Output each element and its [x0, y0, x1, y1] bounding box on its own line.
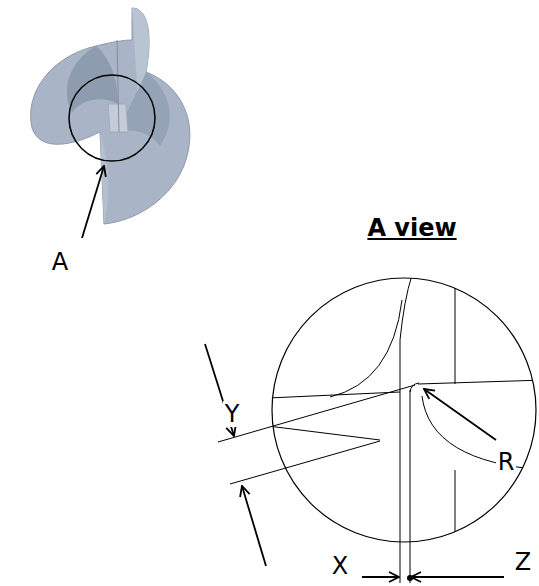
detail-circle	[69, 75, 155, 161]
dimension-dot	[407, 575, 413, 581]
drill-tip	[31, 8, 190, 224]
dimension-arrows	[205, 344, 504, 577]
detail-view-circle	[272, 278, 536, 542]
view-title: A view	[365, 215, 458, 241]
dimension-label: Y	[223, 401, 242, 427]
dimension-label: X	[330, 553, 350, 579]
view-arrow	[82, 166, 104, 238]
dimension-lines	[218, 340, 415, 583]
detail-edges	[268, 272, 539, 548]
dimension-label: Z	[513, 549, 533, 575]
view-letter: A	[50, 249, 70, 275]
radius-label: R	[496, 449, 517, 475]
